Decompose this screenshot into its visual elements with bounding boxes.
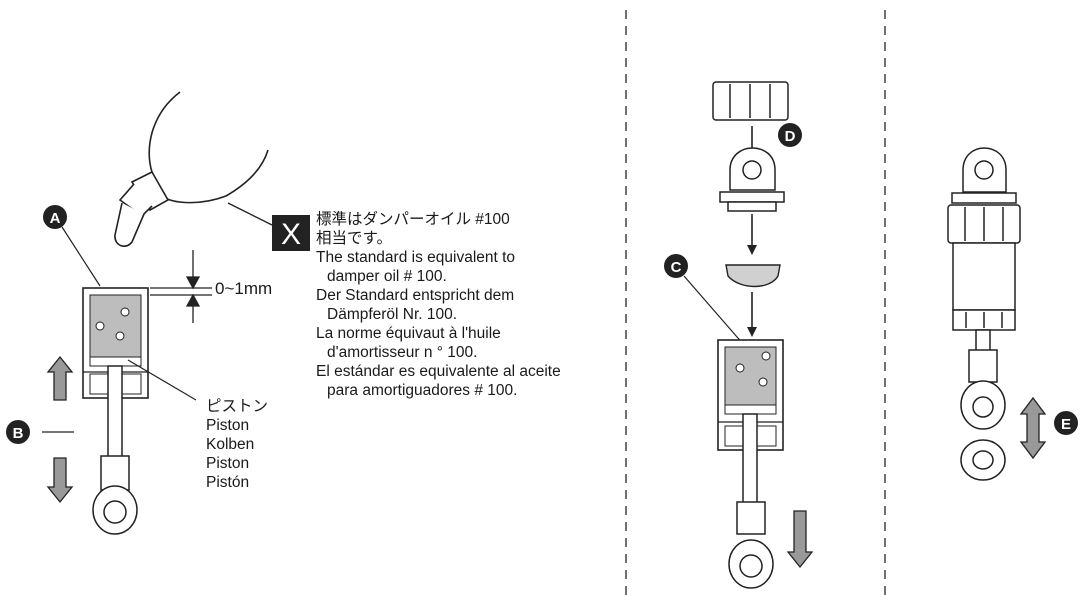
oil-note-line: La norme équivaut à l'huile [316,325,501,342]
leader-line [61,226,101,287]
piston-label: Pistón [206,474,250,491]
marker-d: D [778,123,802,147]
damper-rod [728,413,774,589]
svg-text:E: E [1061,416,1071,433]
damper-body [717,339,784,451]
svg-text:B: B [13,425,24,442]
x-marker: X [272,215,310,251]
oil-note-line: Dämpferöl Nr. 100. [327,306,458,323]
damper-body [82,287,149,399]
diaphragm [725,264,781,288]
damper-cap [719,147,785,212]
leader-line [127,359,197,401]
piston-label: Piston [206,455,250,472]
oil-note-line: para amortiguadores # 100. [327,382,518,399]
oil-bottle [114,91,269,247]
oil-note-line: The standard is equivalent to [316,249,516,266]
svg-text:D: D [785,128,796,145]
pull-arrow [786,510,814,569]
oil-note-line: 相当です。 [316,230,392,247]
svg-text:A: A [50,210,61,227]
gap-label: 0~1mm [215,279,273,298]
damper-rod [92,365,138,535]
svg-text:X: X [281,218,301,251]
oil-note-line: damper oil # 100. [327,268,447,285]
marker-c: C [664,254,688,278]
oil-note-line: Der Standard entspricht dem [316,287,515,304]
e-motion: E [1019,396,1078,460]
piston-label: Kolben [206,436,255,453]
assembled-damper [947,147,1021,481]
piston-label: ピストン [206,398,269,415]
leader-line [683,275,745,346]
oil-note-line: 標準はダンパーオイル #100 [316,211,510,228]
cap-nut [712,81,789,121]
b-motion: B [6,355,74,504]
piston-label: Piston [206,417,250,434]
oil-note-line: d'amortisseur n ° 100. [327,344,478,361]
callout-line [227,202,273,226]
oil-note-line: El estándar es equivalente al aceite [316,363,561,380]
oil-standard-note: 標準はダンパーオイル #100 相当です。 The standard is equi… [316,210,561,400]
svg-text:C: C [671,259,682,276]
marker-a: A [43,205,67,229]
gap-dimension [150,250,212,323]
